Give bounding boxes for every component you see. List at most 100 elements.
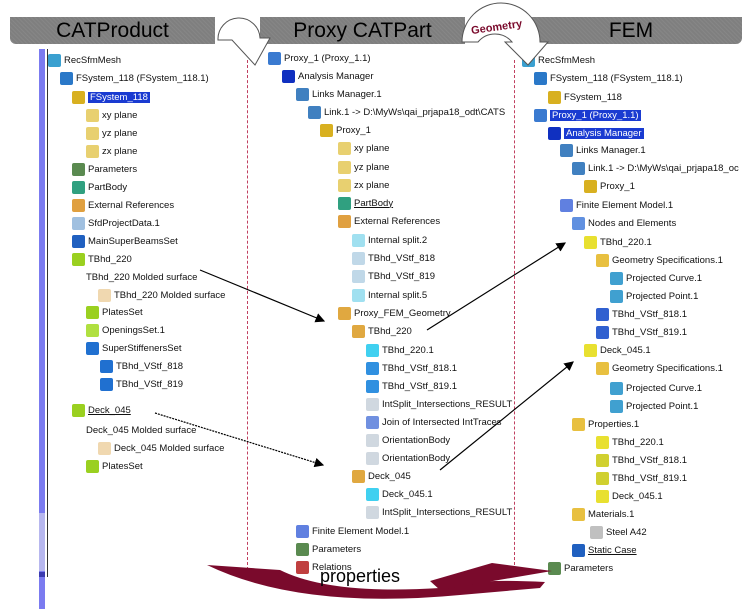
fem-tree-item[interactable]: Proxy_1 [584,178,635,194]
proxy-tree-item[interactable]: PartBody [338,195,393,211]
catproduct-tree-item[interactable]: Deck_045 Molded surface [86,422,196,438]
fem-tree-item[interactable]: Deck_045.1 [584,342,651,358]
fem-tree-item[interactable]: Static Case [572,542,637,558]
header-proxy-title: Proxy CATPart [293,19,432,42]
proxy-tree-item[interactable]: IntSplit_Intersections_RESULT [366,504,512,520]
scrollbar-lower[interactable] [39,513,45,571]
proxy-tree-item[interactable]: TBhd_220 [352,323,412,339]
proxy-tree-item[interactable]: Proxy_1 (Proxy_1.1) [268,50,371,66]
fem-tree-item[interactable]: Proxy_1 (Proxy_1.1) [534,107,641,123]
catproduct-tree-item[interactable]: TBhd_220 Molded surface [86,269,197,285]
fem-tree-item[interactable]: Projected Curve.1 [610,380,702,396]
surface-blue-icon [366,379,379,393]
proxy-tree-item-label: TBhd_220 [368,325,412,337]
fem-tree-item[interactable]: Projected Curve.1 [610,270,702,286]
fem-tree-item[interactable]: Finite Element Model.1 [560,197,673,213]
proxy-tree-item[interactable]: TBhd_VStf_818 [352,250,435,266]
fem-tree-item[interactable]: Parameters [548,560,613,576]
proxy-tree-item[interactable]: Proxy_FEM_Geometry [338,305,451,321]
proxy-tree-item[interactable]: Proxy_1 [320,122,371,138]
catproduct-tree-item[interactable]: TBhd_VStf_818 [100,358,183,374]
projected-point-icon [610,289,623,303]
fem-tree-item[interactable]: Geometry Specifications.1 [596,252,723,268]
fem-tree-item[interactable]: Deck_045.1 [596,488,663,504]
catproduct-tree-item[interactable]: Deck_045 Molded surface [98,440,224,456]
scrollbar-down-button[interactable] [39,572,45,577]
beam-mesh-icon [596,325,609,339]
fem-tree-item[interactable]: Link.1 -> D:\MyWs\qai_prjapa18_oc [572,160,739,176]
fem-tree-item[interactable]: Properties.1 [572,416,639,432]
fem-tree-item-label: Link.1 -> D:\MyWs\qai_prjapa18_oc [588,162,739,174]
fem-tree-item[interactable]: TBhd_VStf_818.1 [596,452,687,468]
proxy-tree-item[interactable]: OrientationBody [366,450,450,466]
proxy-tree-item[interactable]: TBhd_VStf_818.1 [366,360,457,376]
proxy-tree-item[interactable]: Deck_045.1 [366,486,433,502]
proxy-tree-item[interactable]: TBhd_VStf_819.1 [366,378,457,394]
proxy-tree-item[interactable]: Link.1 -> D:\MyWs\qai_prjapa18_odt\CATS [308,104,505,120]
proxy-tree-item[interactable]: Analysis Manager [282,68,374,84]
catproduct-tree-item[interactable]: TBhd_VStf_819 [100,376,183,392]
proxy-tree-item[interactable]: Internal split.5 [352,287,427,303]
beams-set-icon [72,234,85,248]
fem-tree-item[interactable]: TBhd_220.1 [584,234,652,250]
fem-tree-item[interactable]: TBhd_220.1 [596,434,664,450]
fem-tree-item-label: Projected Point.1 [626,400,699,412]
catproduct-tree-item[interactable]: SuperStiffenersSet [86,340,182,356]
fem-tree-item[interactable]: TBhd_VStf_818.1 [596,306,687,322]
catproduct-tree-item[interactable]: zx plane [86,143,137,159]
catproduct-tree-item[interactable]: FSystem_118 [72,89,150,105]
proxy-tree-item[interactable]: yz plane [338,159,389,175]
fem-tree-item[interactable]: Steel A42 [590,524,647,540]
fem-tree-item[interactable]: RecSfmMesh [522,52,595,68]
scrollbar-track[interactable] [39,49,45,609]
catproduct-tree-item[interactable]: PlatesSet [86,458,143,474]
fem-tree-item[interactable]: Links Manager.1 [560,142,646,158]
proxy-tree-item[interactable]: xy plane [338,140,389,156]
fem-tree-item-label: Deck_045.1 [600,344,651,356]
fem-tree-item[interactable]: Materials.1 [572,506,634,522]
catproduct-tree-item[interactable]: External References [72,197,174,213]
fem-tree-item[interactable]: TBhd_VStf_819.1 [596,324,687,340]
proxy-tree-item[interactable]: zx plane [338,177,389,193]
proxy-tree-item[interactable]: OrientationBody [366,432,450,448]
proxy-tree-item[interactable]: TBhd_VStf_819 [352,268,435,284]
fem-tree-item[interactable]: Geometry Specifications.1 [596,360,723,376]
proxy-tree-item-label: yz plane [354,161,390,173]
fem-tree-item[interactable]: FSystem_118 [548,89,622,105]
fem-tree-item[interactable]: Analysis Manager [548,125,644,141]
catproduct-tree-item[interactable]: OpeningsSet.1 [86,322,165,338]
part-icon [72,90,85,104]
header-catproduct-title: CATProduct [56,19,169,42]
proxy-tree-item[interactable]: Join of Intersected IntTraces [366,414,502,430]
fem-tree-item-label: Proxy_1 [600,180,635,192]
fem-tree-item-label: TBhd_VStf_819.1 [612,472,687,484]
catproduct-tree-item[interactable]: yz plane [86,125,137,141]
catproduct-tree-item[interactable]: PlatesSet [86,304,143,320]
fem-tree-item[interactable]: Projected Point.1 [610,398,698,414]
catproduct-tree-item[interactable]: PartBody [72,179,127,195]
fem-tree-item[interactable]: Projected Point.1 [610,288,698,304]
proxy-tree-item[interactable]: Links Manager.1 [296,86,382,102]
fem-tree-item[interactable]: FSystem_118 (FSystem_118.1) [534,70,683,86]
geometrical-set-icon [352,324,365,338]
catproduct-tree-item[interactable]: FSystem_118 (FSystem_118.1) [60,70,209,86]
proxy-tree-item[interactable]: Finite Element Model.1 [296,523,409,539]
catproduct-tree-item[interactable]: TBhd_220 [72,251,132,267]
fem-tree-item-label: Projected Curve.1 [626,272,703,284]
catproduct-tree-item[interactable]: Deck_045 [72,402,131,418]
panel-edge-left [47,49,48,577]
catproduct-tree-item[interactable]: RecSfmMesh [48,52,121,68]
catproduct-tree-item[interactable]: TBhd_220 Molded surface [98,287,225,303]
catproduct-tree-item[interactable]: Parameters [72,161,137,177]
proxy-tree-item[interactable]: External References [338,213,440,229]
catproduct-tree-item[interactable]: xy plane [86,107,137,123]
catproduct-tree-item[interactable]: MainSuperBeamsSet [72,233,178,249]
proxy-tree-item[interactable]: IntSplit_Intersections_RESULT [366,396,512,412]
proxy-tree-item[interactable]: Deck_045 [352,468,411,484]
proxy-tree-item[interactable]: Parameters [296,541,361,557]
fem-tree-item[interactable]: Nodes and Elements [572,215,676,231]
proxy-tree-item[interactable]: Internal split.2 [352,232,427,248]
catproduct-tree-item[interactable]: SfdProjectData.1 [72,215,160,231]
fem-tree-item[interactable]: TBhd_VStf_819.1 [596,470,687,486]
proxy-tree-item[interactable]: TBhd_220.1 [366,342,434,358]
